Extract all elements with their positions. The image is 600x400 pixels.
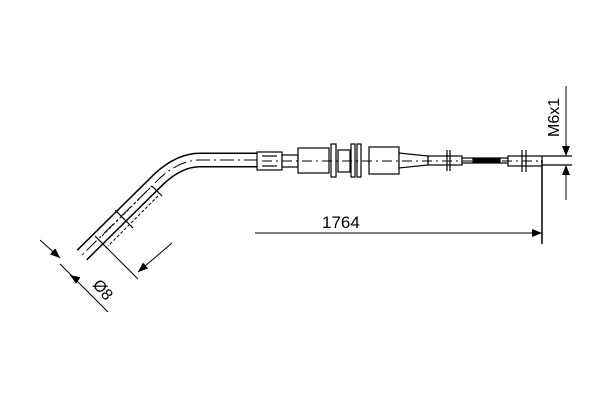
diameter-label: Ø8: [89, 277, 116, 304]
length-label: 1764: [322, 213, 360, 232]
sleeve-flange: [114, 209, 134, 229]
thread-label: M6x1: [546, 98, 563, 137]
length-dimension: 1764: [255, 160, 543, 244]
diameter-dimension: Ø8: [39, 239, 173, 313]
cable-sheath: [76, 152, 258, 261]
cable-fittings: [256, 143, 572, 178]
thread-dimension: M6x1: [546, 86, 570, 200]
